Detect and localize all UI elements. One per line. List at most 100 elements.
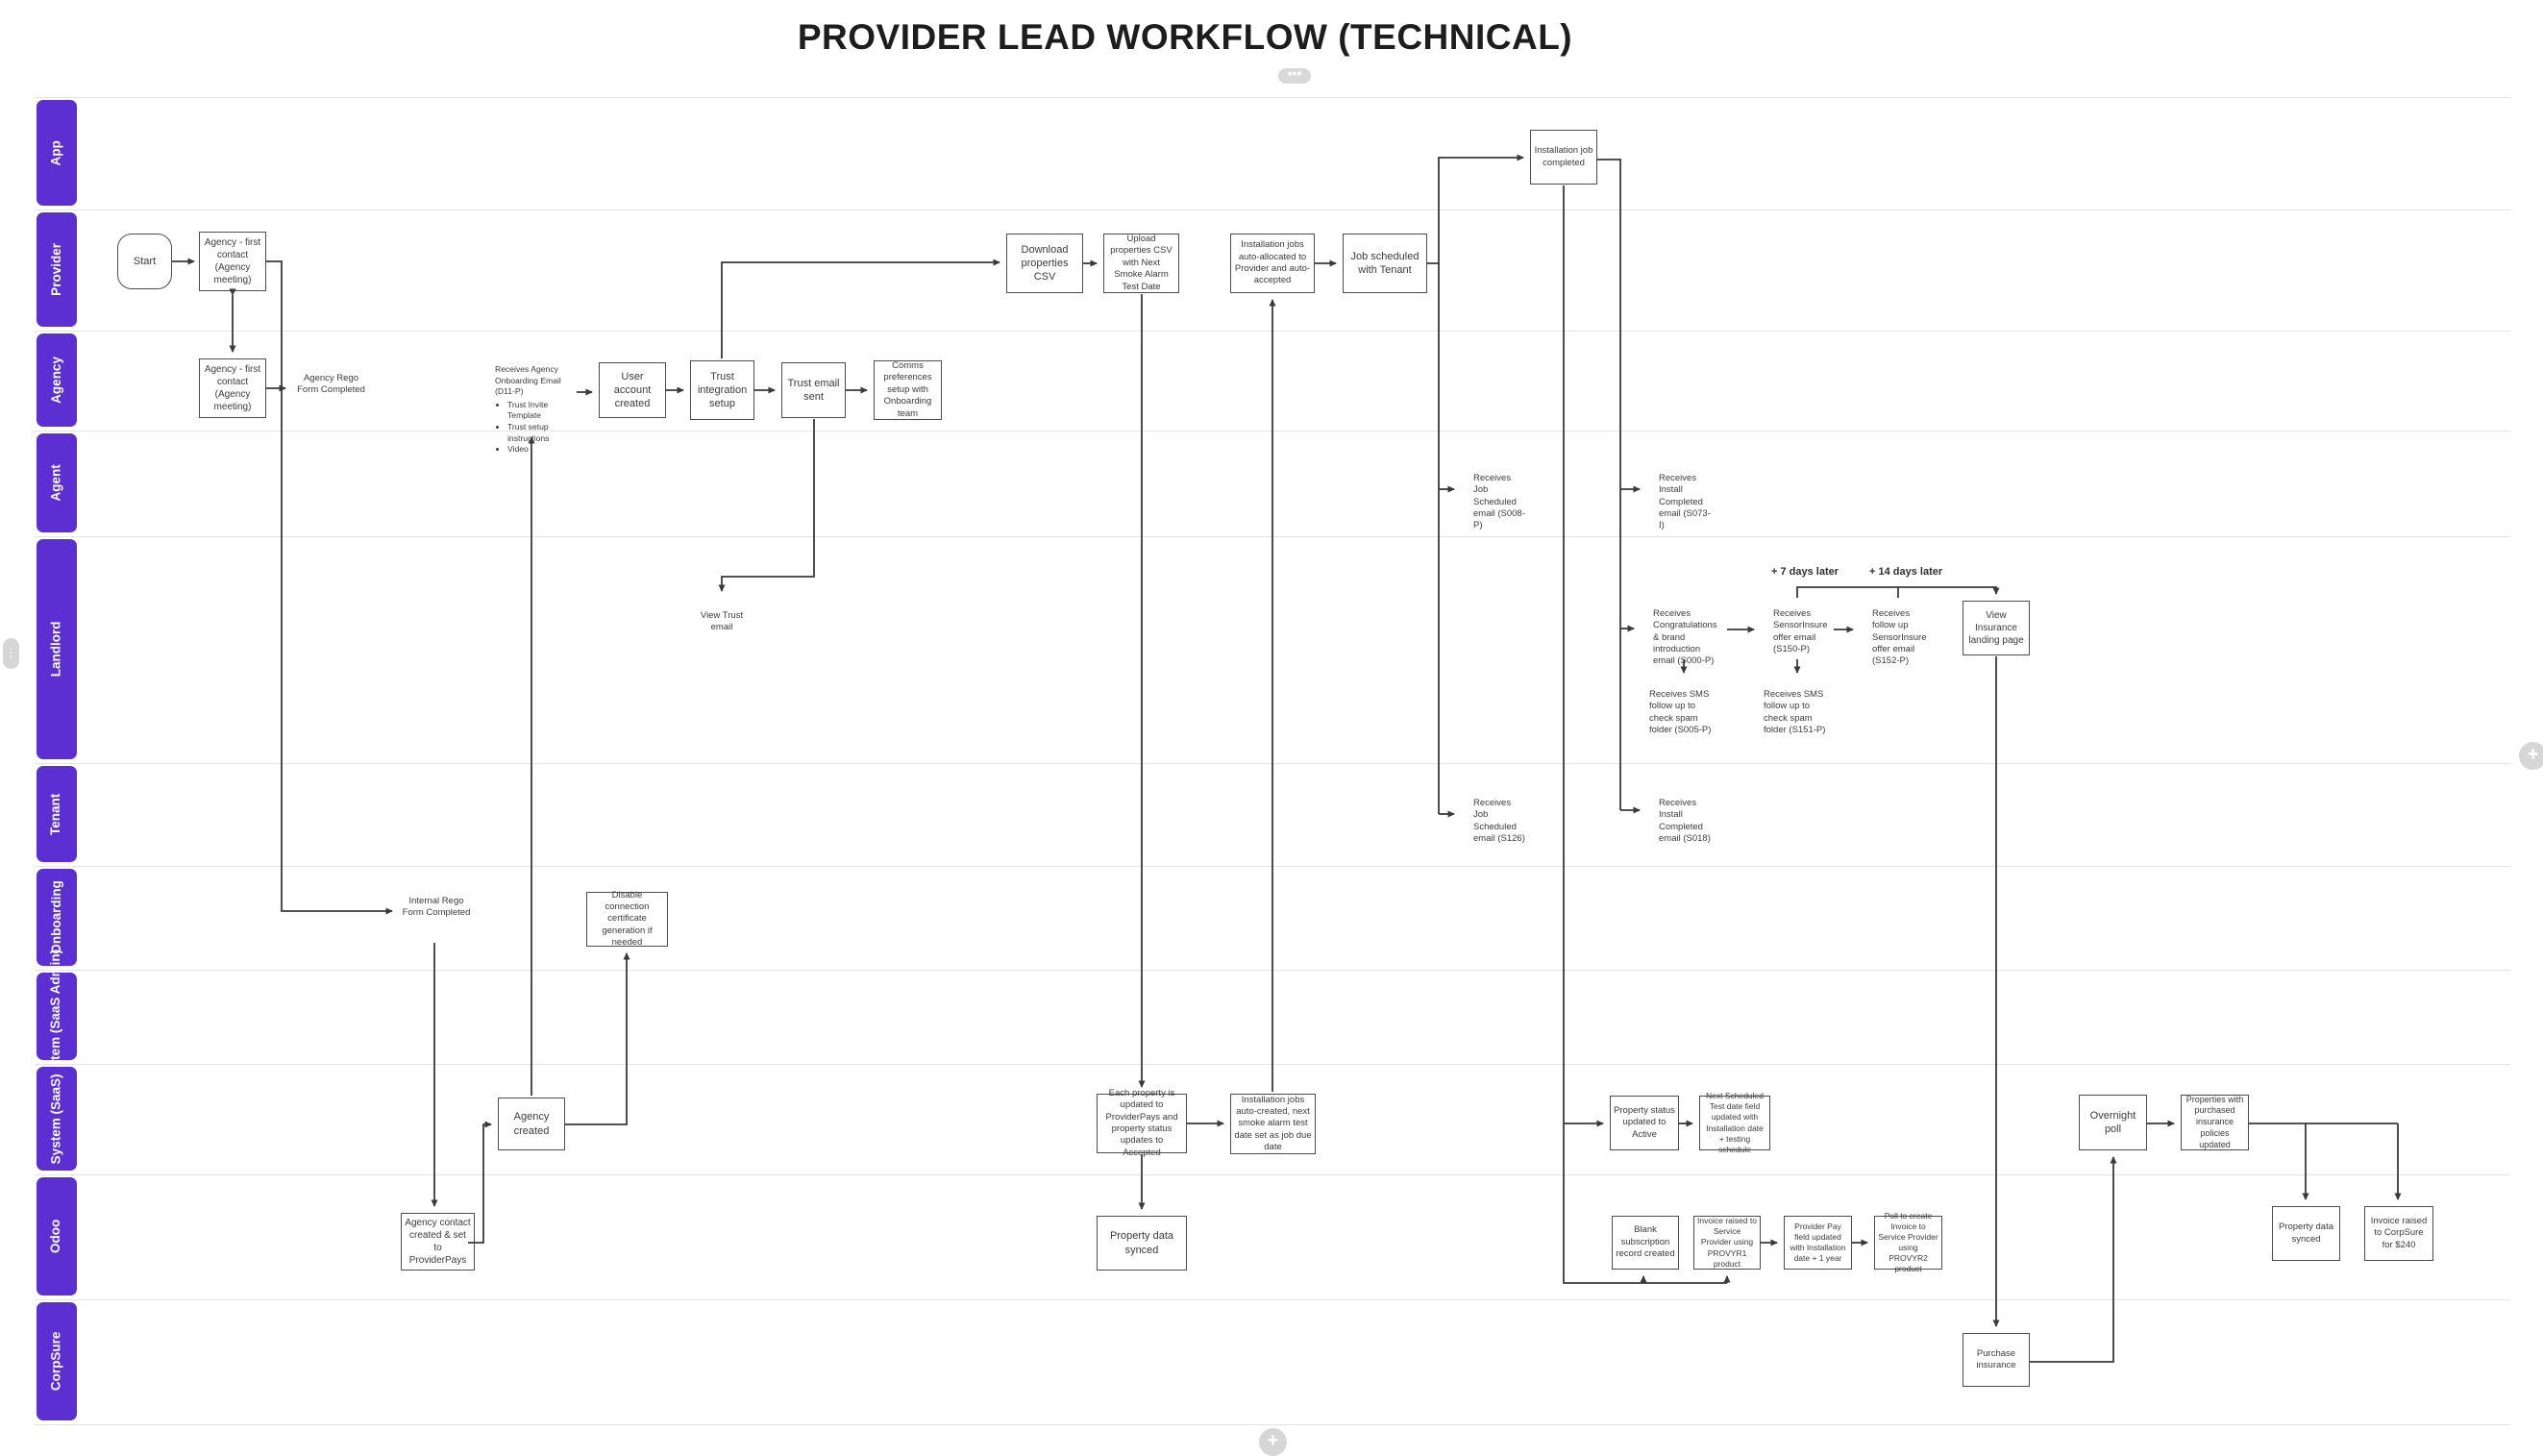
- email-doc-bullets: Trust Invite TemplateTrust setup instruc…: [495, 400, 572, 456]
- left-panel-handle[interactable]: ⋮: [3, 638, 19, 669]
- blank-subscription-record-created-node[interactable]: Blank subscription record created: [1612, 1216, 1679, 1270]
- email-doc-bullet: Trust Invite Template: [507, 400, 572, 422]
- tenant-receives-job-scheduled-email-node[interactable]: Receives Job Scheduled email (S126): [1461, 788, 1535, 846]
- receives-follow-up-sensorinsure-email-node[interactable]: Receives follow up SensorInsure offer em…: [1860, 599, 1935, 666]
- lane-label-odoo[interactable]: Odoo: [37, 1177, 77, 1296]
- node-label: Agency contact created & set to Provider…: [405, 1218, 471, 1266]
- lane-label-text: Tenant: [48, 793, 63, 835]
- lane-label-agency[interactable]: Agency: [37, 333, 77, 427]
- next-scheduled-test-date-node[interactable]: Next Scheduled Test date field updated w…: [1699, 1091, 1770, 1154]
- property-data-synced-2-node[interactable]: Property data synced: [2272, 1206, 2340, 1261]
- node-label: Receives SensorInsure offer email (S150-…: [1773, 608, 1828, 655]
- node-label: Overnight poll: [2089, 1109, 2136, 1135]
- email-doc-title: Receives Agency Onboarding Email (D11-P): [495, 364, 561, 397]
- node-label: Receives Install Completed email (S018): [1659, 798, 1711, 845]
- node-label: Property data synced: [2278, 1222, 2334, 1245]
- node-label: Purchase insurance: [1976, 1347, 2016, 1370]
- provider-pay-field-updated-node[interactable]: Provider Pay field updated with Installa…: [1784, 1216, 1852, 1270]
- agent-receives-install-completed-email-node[interactable]: Receives Install Completed email (S073-I…: [1646, 463, 1720, 531]
- node-label: View Trust email: [700, 609, 744, 632]
- node-label: Next Scheduled Test date field updated w…: [1705, 1091, 1764, 1154]
- agency-created-node[interactable]: Agency created: [498, 1098, 565, 1150]
- add-button-bottom[interactable]: +: [1259, 1428, 1287, 1456]
- view-insurance-landing-page-node[interactable]: View Insurance landing page: [1963, 601, 2030, 655]
- page-title: PROVIDER LEAD WORKFLOW (TECHNICAL): [797, 17, 1573, 57]
- upload-properties-csv-node[interactable]: Upload properties CSV with Next Smoke Al…: [1103, 234, 1179, 293]
- lane-label-text: CorpSure: [48, 1331, 63, 1392]
- node-label: Installation job completed: [1534, 145, 1593, 168]
- lane-label-agent[interactable]: Agent: [37, 433, 77, 532]
- node-label: Agency Rego Form Completed: [297, 372, 365, 395]
- receives-congratulations-email-node[interactable]: Receives Congratulations & brand introdu…: [1641, 599, 1727, 666]
- property-status-updated-active-node[interactable]: Property status updated to Active: [1610, 1096, 1679, 1150]
- properties-with-purchased-insurance-node[interactable]: Properties with purchased insurance poli…: [2181, 1095, 2249, 1150]
- agency-first-contact-provider-node[interactable]: Agency - first contact (Agency meeting): [199, 232, 266, 291]
- agency-rego-form-completed-node[interactable]: Agency Rego Form Completed: [292, 360, 370, 420]
- poll-to-create-invoice-provyr2-node[interactable]: Poll to create Invoice to Service Provid…: [1874, 1211, 1942, 1273]
- lane-label-tenant[interactable]: Tenant: [37, 766, 77, 862]
- receives-sms-follow-up-2-node[interactable]: Receives SMS follow up to check spam fol…: [1751, 679, 1843, 737]
- invoice-raised-provyr1-node[interactable]: Invoice raised to Service Provider using…: [1693, 1216, 1761, 1270]
- user-account-created-node[interactable]: User account created: [599, 362, 666, 418]
- purchase-insurance-node[interactable]: Purchase insurance: [1963, 1333, 2030, 1387]
- comms-preferences-setup-node[interactable]: Comms preferences setup with Onboarding …: [874, 360, 942, 420]
- node-label: Agency - first contact (Agency meeting): [204, 237, 261, 285]
- node-label: Start: [133, 255, 157, 267]
- node-label: Receives Job Scheduled email (S126): [1473, 798, 1525, 845]
- disable-connection-certificate-node[interactable]: Disable connection certificate generatio…: [586, 890, 668, 948]
- lane-label-text: Onboarding: [48, 880, 63, 954]
- node-label: Poll to create Invoice to Service Provid…: [1878, 1210, 1938, 1274]
- internal-rego-form-completed-node[interactable]: Internal Rego Form Completed: [399, 884, 474, 942]
- receives-sms-follow-up-1-node[interactable]: Receives SMS follow up to check spam fol…: [1637, 679, 1730, 737]
- each-property-updated-node[interactable]: Each property is updated to ProviderPays…: [1097, 1088, 1187, 1158]
- delay-annotation: + 14 days later: [1869, 566, 1943, 578]
- node-label: Installation jobs auto-created, next smo…: [1234, 1094, 1312, 1153]
- tenant-receives-install-completed-email-node[interactable]: Receives Install Completed email (S018): [1646, 788, 1720, 846]
- invoice-raised-to-corpsure-node[interactable]: Invoice raised to CorpSure for $240: [2364, 1206, 2433, 1261]
- lane-label-provider[interactable]: Provider: [37, 212, 77, 327]
- installation-jobs-auto-created-node[interactable]: Installation jobs auto-created, next smo…: [1230, 1094, 1316, 1154]
- lane-separator: [35, 866, 2510, 867]
- lane-label-system-saas[interactable]: System (SaaS): [37, 1067, 77, 1171]
- view-trust-email-node[interactable]: View Trust email: [690, 598, 753, 657]
- more-options-pill[interactable]: •••: [1278, 66, 1311, 84]
- agent-receives-job-scheduled-email-node[interactable]: Receives Job Scheduled email (S008-P): [1461, 463, 1535, 531]
- receives-agency-onboarding-email-node[interactable]: Receives Agency Onboarding Email (D11-P)…: [486, 358, 577, 454]
- trust-integration-setup-node[interactable]: Trust integration setup: [690, 360, 754, 420]
- node-label: Upload properties CSV with Next Smoke Al…: [1110, 234, 1173, 292]
- lane-label-system-saas-admin[interactable]: System (SaaS Admin): [37, 950, 77, 1083]
- agency-first-contact-agency-node[interactable]: Agency - first contact (Agency meeting): [199, 358, 266, 418]
- receives-sensorinsure-offer-email-node[interactable]: Receives SensorInsure offer email (S150-…: [1761, 599, 1834, 658]
- job-scheduled-with-tenant-node[interactable]: Job scheduled with Tenant: [1343, 234, 1427, 293]
- email-doc-bullet: Trust setup instructions: [507, 422, 572, 444]
- property-data-synced-1-node[interactable]: Property data synced: [1097, 1216, 1187, 1271]
- installation-jobs-auto-allocated-node[interactable]: Installation jobs auto-allocated to Prov…: [1230, 234, 1315, 293]
- add-button-right[interactable]: +: [2519, 742, 2543, 770]
- lane-separator: [35, 1424, 2510, 1425]
- node-label: Property data synced: [1109, 1230, 1174, 1256]
- node-label: Disable connection certificate generatio…: [602, 889, 653, 949]
- lane-label-onboarding[interactable]: Onboarding: [37, 869, 77, 966]
- agency-contact-created-node[interactable]: Agency contact created & set to Provider…: [401, 1213, 475, 1271]
- lane-separator: [35, 1299, 2510, 1300]
- installation-job-completed-node[interactable]: Installation job completed: [1530, 130, 1597, 185]
- node-label: Each property is updated to ProviderPays…: [1105, 1087, 1178, 1158]
- lane-label-landlord[interactable]: Landlord: [37, 539, 77, 759]
- download-properties-csv-node[interactable]: Download properties CSV: [1006, 234, 1083, 293]
- node-label: Blank subscription record created: [1616, 1224, 1675, 1260]
- node-label: Provider Pay field updated with Installa…: [1790, 1221, 1846, 1264]
- start-node[interactable]: Start: [117, 234, 172, 289]
- trust-email-sent-node[interactable]: Trust email sent: [781, 362, 846, 418]
- node-label: Receives SMS follow up to check spam fol…: [1649, 689, 1712, 736]
- delay-annotation: + 7 days later: [1771, 566, 1839, 578]
- lane-separator: [35, 331, 2510, 332]
- node-label: Invoice raised to Service Provider using…: [1697, 1216, 1757, 1269]
- node-label: Agency created: [513, 1111, 550, 1137]
- lane-label-app[interactable]: App: [37, 100, 77, 206]
- lane-label-corpsure[interactable]: CorpSure: [37, 1302, 77, 1420]
- lane-separator: [35, 431, 2510, 432]
- lane-label-text: System (SaaS): [48, 1073, 63, 1164]
- overnight-poll-node[interactable]: Overnight poll: [2079, 1095, 2147, 1150]
